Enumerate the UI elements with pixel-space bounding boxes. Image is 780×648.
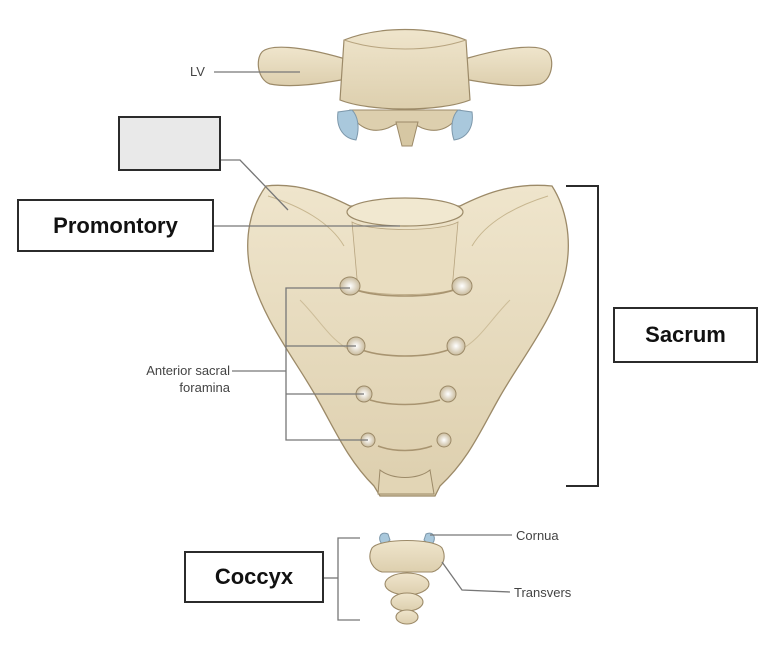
foramina-bracket	[285, 287, 368, 441]
sacrum-label: Sacrum	[645, 322, 726, 347]
anterior-sacral-line2: foramina	[179, 380, 230, 395]
lv-label: LV	[190, 64, 205, 79]
blank-box-leader	[220, 159, 289, 211]
promontory-label: Promontory	[53, 212, 178, 238]
anterior-sacral-line1: Anterior sacral	[146, 363, 230, 378]
coccyx-bone	[369, 532, 445, 625]
transverse-label: Transvers	[514, 585, 572, 600]
sacrum-bone	[247, 184, 569, 497]
coccyx-label: Coccyx	[214, 564, 294, 589]
transverse-leader	[441, 561, 511, 593]
cornua-label: Cornua	[516, 528, 559, 543]
anterior-sacral-foramina-label: Anterior sacral foramina	[110, 362, 230, 396]
leader-lines	[214, 71, 512, 621]
lumbar-vertebra	[257, 28, 553, 147]
sacrum-bracket	[566, 185, 599, 487]
promontory-label-box: Promontory	[17, 199, 214, 252]
coccyx-label-box: Coccyx	[184, 551, 324, 603]
blank-label-box[interactable]	[118, 116, 221, 171]
sacrum-label-box: Sacrum	[613, 307, 758, 363]
coccyx-bracket	[337, 537, 360, 621]
